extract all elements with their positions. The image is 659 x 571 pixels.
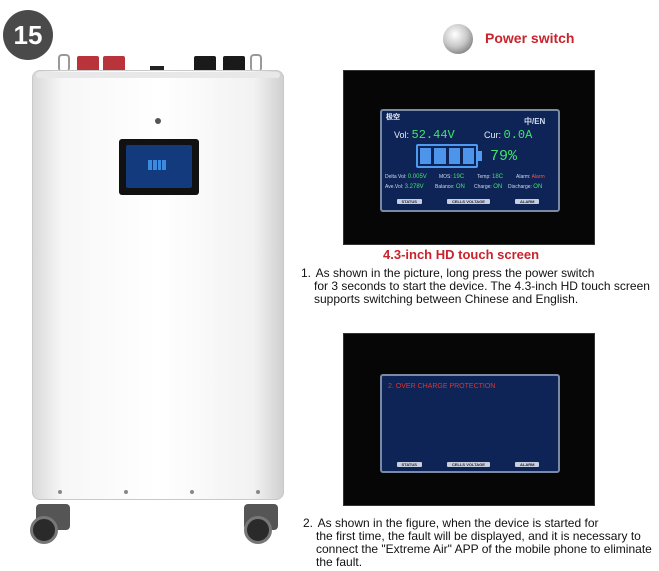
power-switch-icon	[443, 24, 473, 54]
stat-delta-vol: Delta Vol: 0.005V	[385, 174, 427, 180]
voltage-value: 52.44V	[411, 128, 455, 142]
tab-alarm[interactable]: ALARM	[514, 461, 540, 467]
stat-temp: Temp: 18C	[477, 174, 504, 180]
tab-status[interactable]: STATUS	[396, 198, 422, 204]
screw	[124, 490, 128, 494]
wheel-left	[30, 516, 58, 544]
terminal-negative-2	[223, 56, 245, 72]
battery-level-icon	[416, 144, 478, 168]
current-readout: Cur: 0.0A	[484, 128, 532, 142]
voltage-label: Vol:	[394, 130, 410, 140]
screw	[190, 490, 194, 494]
step-badge: 15	[3, 10, 53, 60]
stat-ave-vol: Ave.Vol: 3.278V	[385, 184, 424, 190]
instruction-2: 2. As shown in the figure, when the devi…	[303, 517, 659, 569]
battery-cabinet	[32, 70, 284, 500]
state-of-charge: 79%	[490, 148, 518, 165]
power-switch-label: Power switch	[485, 30, 575, 46]
language-toggle: 中/EN	[524, 117, 546, 126]
handle-left	[58, 54, 70, 72]
terminal-positive-1	[77, 56, 99, 72]
current-value: 0.0A	[503, 128, 533, 142]
stat-discharge: Discharge: ON	[508, 184, 543, 190]
handle-right	[250, 54, 262, 72]
terminal-positive-2	[103, 56, 125, 72]
wheel-right	[244, 516, 272, 544]
screen1-tab-bar: STATUS CELLS VOLTAGE ALARM	[384, 197, 552, 205]
tab-status[interactable]: STATUS	[396, 461, 422, 467]
stat-alarm: Alarm: Alarm	[516, 174, 545, 180]
instruction-2-line1: As shown in the figure, when the device …	[317, 516, 599, 530]
cabinet-display-battery-icon	[148, 160, 166, 170]
screw	[155, 118, 161, 124]
fault-message: 2. OVER CHARGE PROTECTION	[388, 383, 496, 390]
stat-mos: MOS: 19C	[439, 174, 465, 180]
tab-alarm[interactable]: ALARM	[514, 198, 540, 204]
screw	[58, 490, 62, 494]
instruction-2-rest: the first time, the fault will be displa…	[316, 529, 652, 569]
stat-charge: Charge: ON	[474, 184, 503, 190]
brand-logo: 极空	[386, 114, 400, 121]
terminal-negative-1	[194, 56, 216, 72]
battery-tip	[478, 151, 482, 161]
current-label: Cur:	[484, 130, 502, 140]
screw	[256, 490, 260, 494]
stat-balance: Balance: ON	[435, 184, 465, 190]
instruction-2-number: 2.	[303, 516, 314, 530]
instruction-1-rest: for 3 seconds to start the device. The 4…	[314, 279, 650, 306]
touch-screen-display-2	[380, 374, 560, 473]
instruction-1: 1. As shown in the picture, long press t…	[301, 267, 659, 306]
tab-cells-voltage[interactable]: CELLS VOLTAGE	[446, 198, 490, 204]
screen-caption: 4.3-inch HD touch screen	[383, 247, 540, 262]
tab-cells-voltage[interactable]: CELLS VOLTAGE	[446, 461, 490, 467]
instruction-1-number: 1.	[301, 266, 312, 280]
cabinet-top	[36, 72, 280, 78]
instruction-1-line1: As shown in the picture, long press the …	[315, 266, 595, 280]
screen2-tab-bar: STATUS CELLS VOLTAGE ALARM	[384, 460, 552, 468]
voltage-readout: Vol: 52.44V	[394, 128, 455, 142]
